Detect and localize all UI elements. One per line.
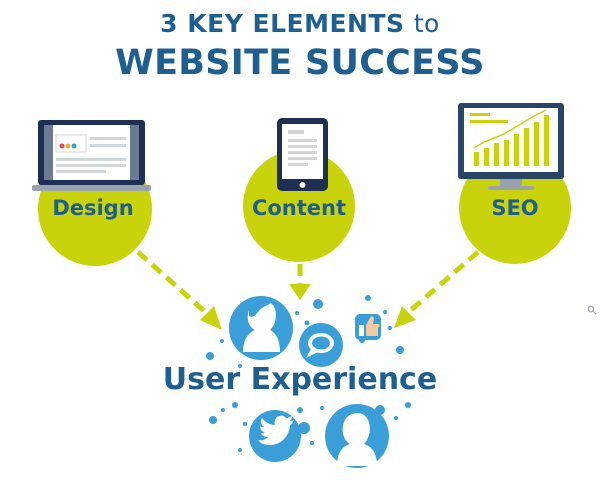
decorative-dots — [206, 295, 411, 452]
arrow-seo-to-ux — [394, 250, 480, 328]
search-icon[interactable] — [587, 305, 597, 315]
monitor-chart-icon — [458, 103, 564, 190]
arrow-design-to-ux — [136, 250, 222, 330]
title-line-2: WEBSITE SUCCESS — [115, 43, 485, 83]
design-label: Design — [52, 196, 134, 220]
tablet-icon — [277, 118, 328, 191]
user-profile-icon — [325, 404, 389, 468]
title-suffix: to — [413, 9, 440, 38]
speech-bubble-icon — [299, 323, 343, 367]
laptop-icon — [32, 120, 151, 191]
user-avatar-icon — [229, 296, 293, 360]
title-main: 3 KEY ELEMENTS — [160, 9, 405, 38]
arrow-content-to-ux — [289, 264, 311, 300]
thumbs-up-icon — [355, 314, 381, 340]
page-title: 3 KEY ELEMENTS to WEBSITE SUCCESS — [0, 8, 600, 84]
user-experience-label: User Experience — [162, 362, 438, 397]
twitter-bird-icon — [249, 410, 301, 462]
content-label: Content — [251, 196, 347, 220]
title-line-1: 3 KEY ELEMENTS to — [0, 8, 600, 40]
seo-label: SEO — [491, 196, 539, 220]
